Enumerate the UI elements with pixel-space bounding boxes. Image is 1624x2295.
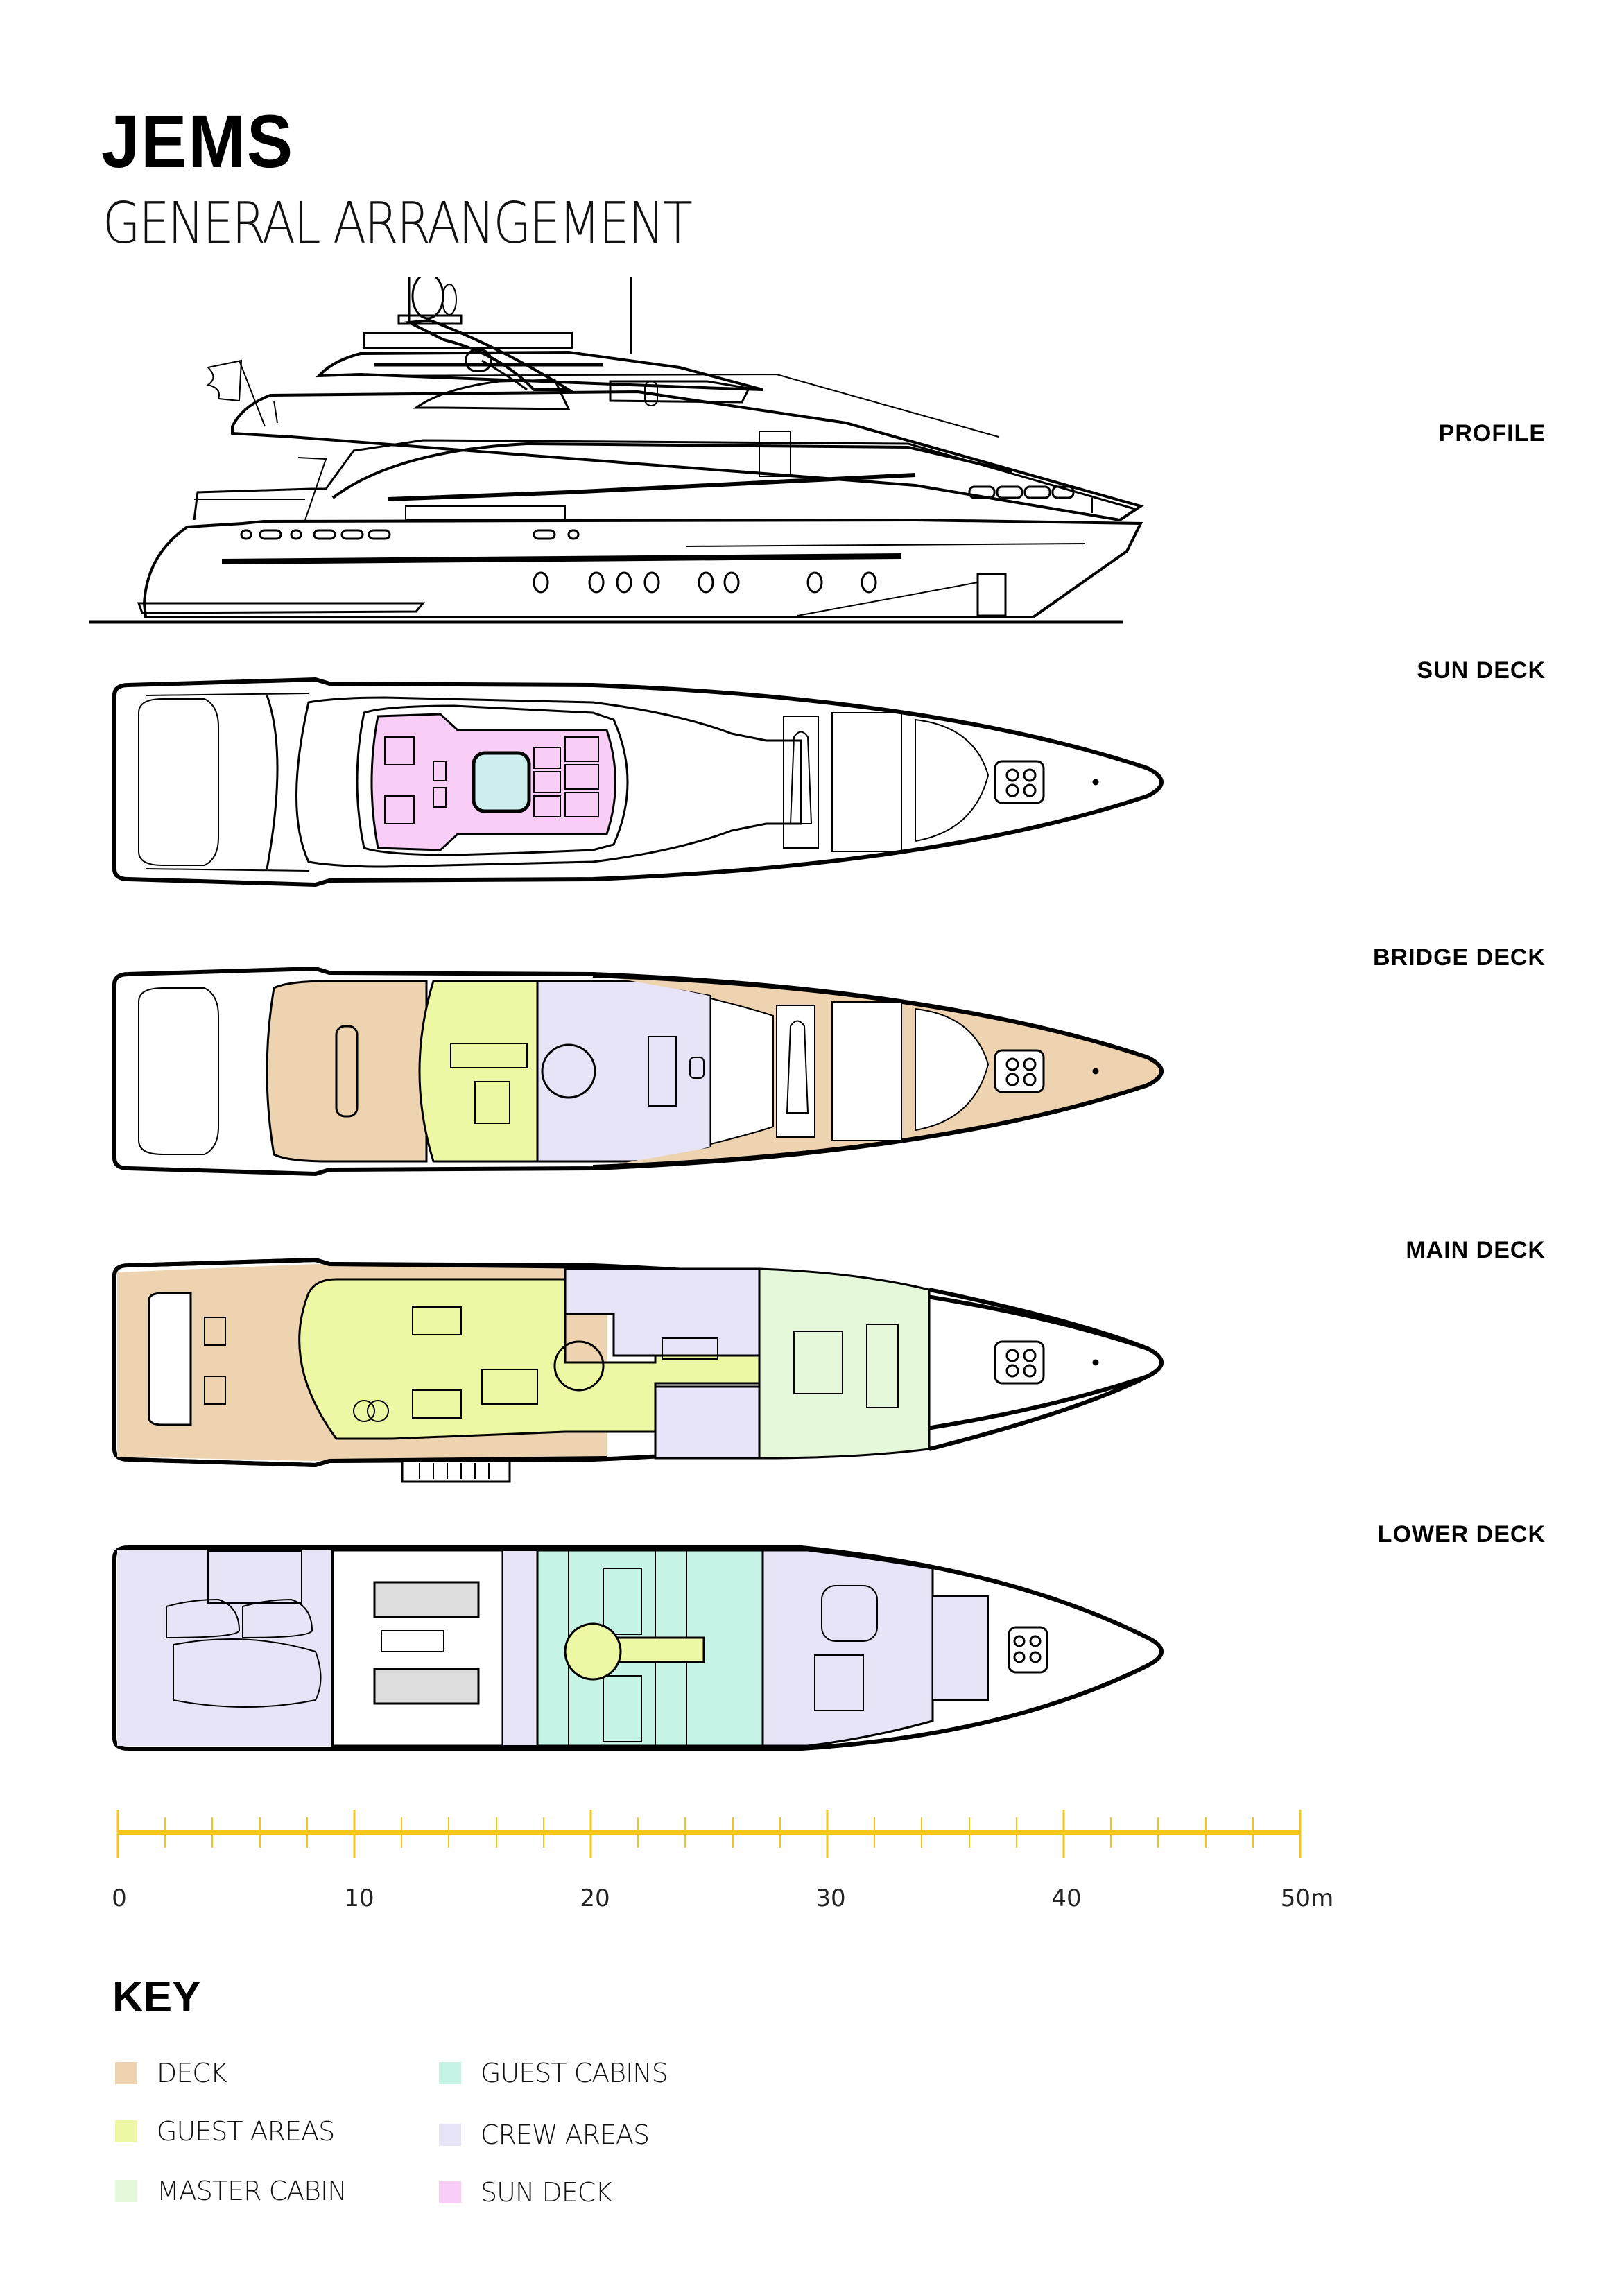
page-subtitle: GENERAL ARRANGEMENT	[103, 191, 693, 257]
scale-label-50m: 50m	[1280, 1885, 1334, 1912]
key-item-crew-areas: CREW AREAS	[439, 2120, 650, 2150]
swatch-crew-areas	[439, 2124, 461, 2146]
key-label-guest-areas: GUEST AREAS	[157, 2116, 335, 2147]
swatch-guest-cabins	[439, 2062, 461, 2084]
key-label-master-cabin: MASTER CABIN	[157, 2176, 347, 2206]
label-main-deck: MAIN DECK	[1406, 1237, 1546, 1263]
label-lower-deck: LOWER DECK	[1377, 1521, 1546, 1548]
key-label-deck: DECK	[157, 2058, 227, 2088]
sun-deck-plan	[107, 671, 1189, 893]
yacht-name-title: JEMS	[101, 99, 294, 183]
swatch-master-cabin	[115, 2180, 137, 2202]
scale-label-10: 10	[344, 1885, 374, 1912]
label-sun-deck: SUN DECK	[1417, 657, 1546, 684]
scale-label-30: 30	[815, 1885, 846, 1912]
key-title: KEY	[112, 1973, 201, 2021]
label-bridge-deck: BRIDGE DECK	[1372, 944, 1546, 971]
scale-label-0: 0	[112, 1885, 127, 1912]
swatch-guest-areas	[115, 2120, 137, 2142]
key-item-guest-cabins: GUEST CABINS	[439, 2058, 668, 2088]
lower-deck-plan	[107, 1541, 1189, 1763]
profile-drawing	[83, 277, 1193, 638]
key-label-crew-areas: CREW AREAS	[481, 2120, 650, 2150]
key-item-guest-areas: GUEST AREAS	[115, 2116, 335, 2147]
key-label-sun-deck: SUN DECK	[481, 2177, 612, 2208]
key-label-guest-cabins: GUEST CABINS	[481, 2058, 668, 2088]
key-item-deck: DECK	[115, 2058, 227, 2088]
bridge-deck-plan	[107, 960, 1189, 1182]
swatch-deck	[115, 2062, 137, 2084]
scale-label-20: 20	[580, 1885, 610, 1912]
key-item-master-cabin: MASTER CABIN	[115, 2176, 347, 2206]
key-item-sun-deck: SUN DECK	[439, 2177, 612, 2208]
label-profile: PROFILE	[1438, 420, 1546, 447]
swatch-sun-deck	[439, 2181, 461, 2203]
main-deck-plan	[107, 1252, 1189, 1487]
scale-bar	[111, 1806, 1318, 1862]
scale-label-40: 40	[1051, 1885, 1082, 1912]
